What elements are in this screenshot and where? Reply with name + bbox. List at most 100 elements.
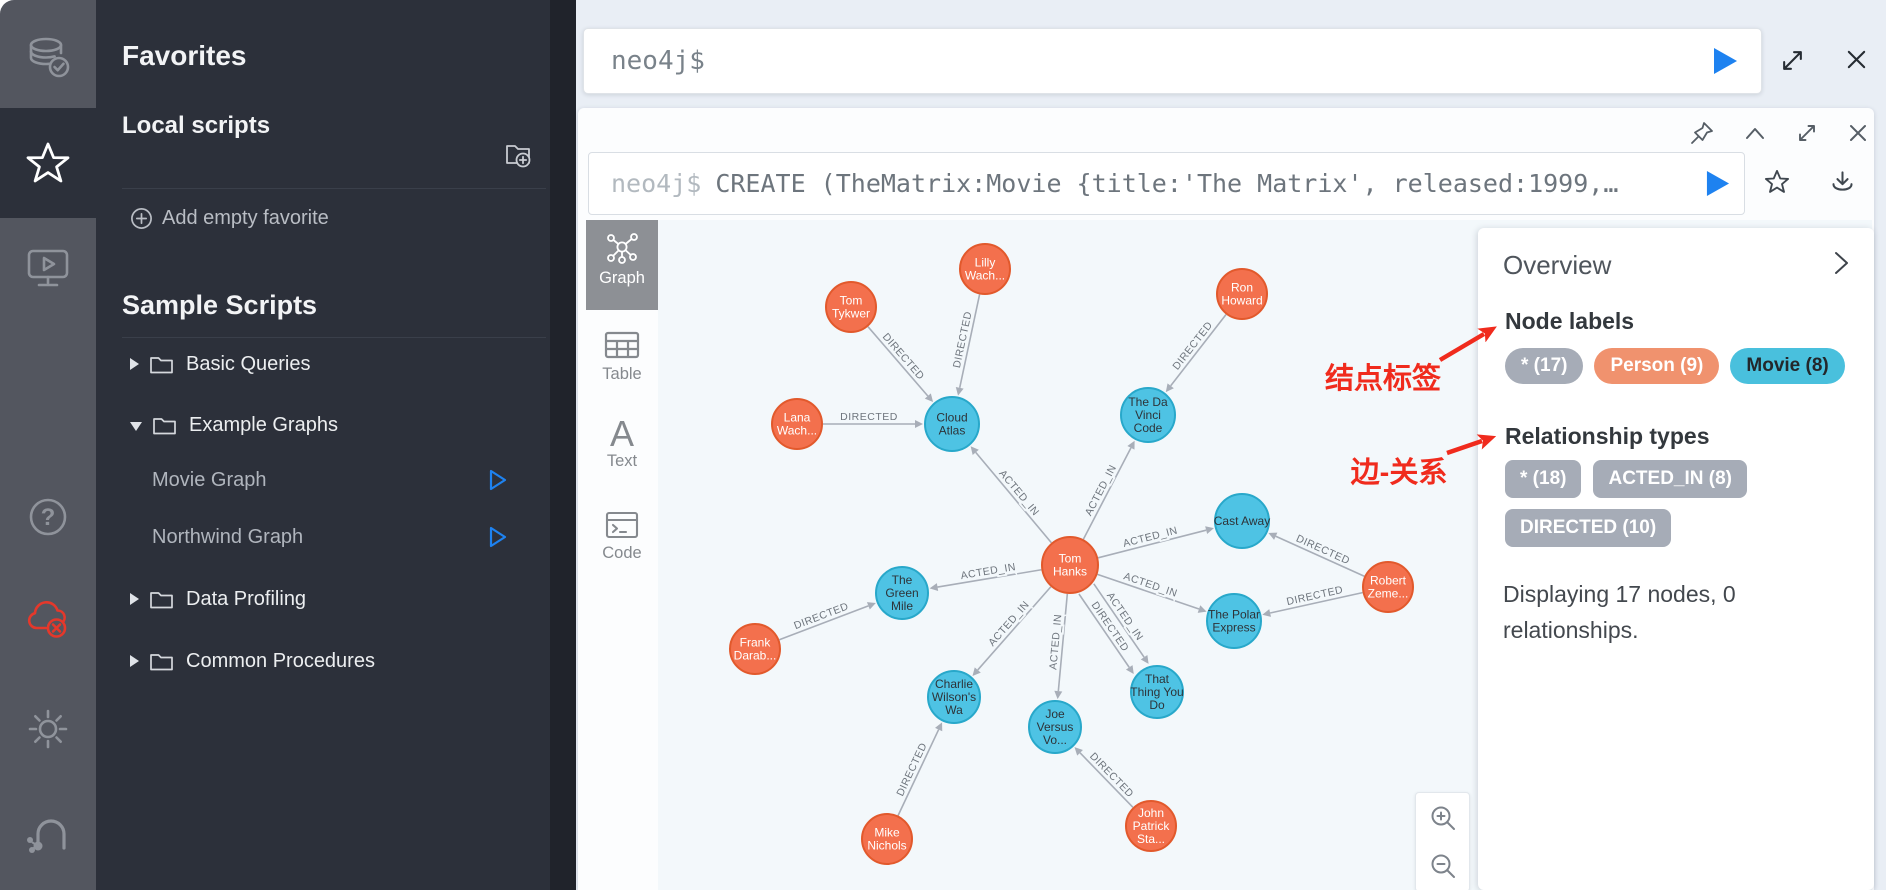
node-label-pill[interactable]: * (17) (1505, 348, 1584, 384)
graph-node-castaway[interactable]: Cast Away (1214, 493, 1270, 549)
close-editor-icon[interactable] (1845, 48, 1868, 71)
edge-label-acted_in: ACTED_IN (996, 468, 1041, 519)
tab-table[interactable]: Table (586, 330, 658, 384)
folder-icon (152, 415, 189, 436)
frame-command-bar[interactable]: neo4j$ CREATE (TheMatrix:Movie {title:'T… (588, 152, 1745, 215)
script-label: Data Profiling (186, 587, 307, 610)
circle-plus-icon (130, 207, 153, 230)
tab-code[interactable]: Code (586, 511, 658, 563)
zoom-in-icon[interactable] (1429, 805, 1457, 833)
script-folder-basic-queries[interactable]: Basic Queries (130, 351, 311, 377)
tab-graph[interactable]: Graph (586, 220, 658, 310)
download-result-icon[interactable] (1829, 169, 1856, 196)
tab-text[interactable]: A Text (586, 416, 658, 471)
text-view-icon: A (609, 413, 634, 454)
script-item-northwind-graph[interactable]: Northwind Graph (152, 524, 507, 550)
relationship-type-pill[interactable]: ACTED_IN (8) (1593, 460, 1747, 498)
script-folder-data-profiling[interactable]: Data Profiling (130, 586, 306, 612)
zoom-out-icon[interactable] (1429, 853, 1457, 881)
caret-right-icon (130, 593, 139, 605)
node-label-pill[interactable]: Movie (8) (1730, 348, 1845, 384)
neo4j-logo-icon[interactable] (0, 808, 96, 856)
script-item-movie-graph[interactable]: Movie Graph (152, 467, 507, 493)
local-scripts-title: Local scripts (122, 112, 271, 139)
database-check-icon[interactable] (0, 36, 96, 80)
overview-title: Overview (1503, 250, 1612, 280)
expand-frame-icon[interactable] (1795, 121, 1819, 145)
left-icon-strip: ? (0, 0, 96, 890)
cloud-disconnected-icon[interactable] (0, 600, 96, 644)
new-folder-icon[interactable] (504, 141, 534, 169)
script-folder-common-procedures[interactable]: Common Procedures (130, 648, 375, 674)
drawer-title: Favorites (122, 40, 247, 71)
run-query-button[interactable] (1712, 47, 1738, 75)
expand-editor-icon[interactable] (1780, 48, 1805, 73)
caret-right-icon (130, 358, 139, 370)
tab-text-label: Text (606, 452, 638, 470)
zoom-controls (1415, 792, 1470, 890)
folder-icon (149, 651, 186, 672)
folder-icon (149, 354, 186, 375)
edge-label-directed: DIRECTED (840, 411, 898, 423)
add-empty-favorite[interactable]: Add empty favorite (130, 205, 329, 231)
help-icon[interactable]: ? (0, 494, 96, 540)
collapse-frame-icon[interactable] (1743, 123, 1767, 143)
script-folder-example-graphs[interactable]: Example Graphs (130, 412, 338, 438)
settings-gear-icon[interactable] (0, 705, 96, 753)
script-label: Movie Graph (152, 468, 267, 491)
edge-label-acted_in: ACTED_IN (986, 599, 1032, 649)
caret-right-icon (130, 655, 139, 667)
edge-label-acted_in: ACTED_IN (1083, 463, 1119, 518)
edge-label-directed: DIRECTED (951, 310, 975, 369)
relationship-type-pill[interactable]: DIRECTED (10) (1505, 509, 1672, 547)
drawer-scroll-gutter[interactable] (550, 0, 576, 890)
rerun-query-button[interactable] (1705, 170, 1730, 197)
chevron-right-icon[interactable] (1828, 248, 1854, 278)
edge-label-directed: DIRECTED (1285, 584, 1344, 608)
favorites-star-icon[interactable] (0, 140, 96, 186)
run-script-icon[interactable] (488, 468, 508, 492)
cypher-editor-bar[interactable]: neo4j$ (583, 28, 1762, 94)
edge-label-acted_in: ACTED_IN (1122, 524, 1179, 549)
favorites-drawer: Favorites Local scripts Add empty favori… (96, 0, 550, 890)
pin-frame-icon[interactable] (1690, 121, 1714, 145)
node-label-pill[interactable]: Person (9) (1594, 348, 1720, 384)
favorite-query-star-icon[interactable] (1763, 168, 1791, 196)
script-label: Example Graphs (189, 413, 338, 436)
guides-monitor-icon[interactable] (0, 246, 96, 290)
code-view-icon (605, 511, 639, 539)
close-frame-icon[interactable] (1846, 121, 1870, 145)
folder-icon (149, 589, 186, 610)
relationship-type-pill[interactable]: * (18) (1505, 460, 1582, 498)
run-script-icon[interactable] (488, 525, 508, 549)
divider (122, 337, 546, 338)
divider (122, 188, 546, 189)
svg-text:?: ? (41, 504, 56, 531)
